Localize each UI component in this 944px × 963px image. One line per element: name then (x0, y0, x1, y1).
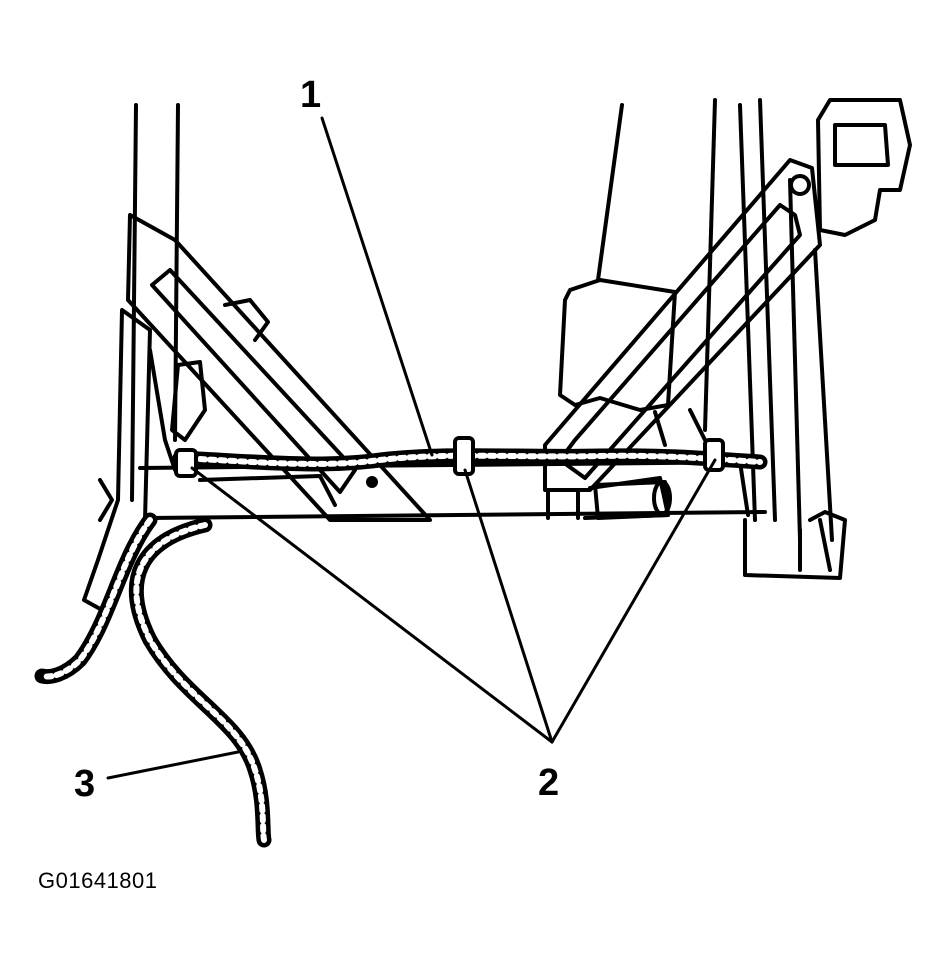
leader-line-2c (550, 458, 717, 744)
leader-line-2a (190, 466, 554, 744)
left-seatback-rail (130, 103, 180, 502)
right-bracket-slot (558, 203, 802, 480)
harness-clip-center (453, 436, 475, 476)
lower-cross-tube (138, 460, 767, 520)
leader-line-3 (106, 750, 240, 780)
left-connector (170, 360, 207, 442)
callout-3: 3 (74, 763, 96, 805)
right-diagonal-bracket (543, 158, 822, 492)
callout-1: 1 (300, 74, 322, 116)
harness-clip-right (703, 438, 725, 472)
leader-line-1 (320, 116, 434, 457)
figure-id: G01641801 (38, 868, 158, 893)
left-diagonal-bracket (126, 213, 432, 522)
center-module (558, 278, 677, 412)
right-upper-housing (816, 98, 912, 237)
harness-long-drop (128, 517, 272, 848)
right-cylinder (593, 480, 670, 520)
callout-2: 2 (538, 762, 560, 804)
right-seatback-rail (703, 98, 834, 542)
harness-clip-left (174, 448, 198, 478)
leader-line-2b (463, 468, 554, 744)
